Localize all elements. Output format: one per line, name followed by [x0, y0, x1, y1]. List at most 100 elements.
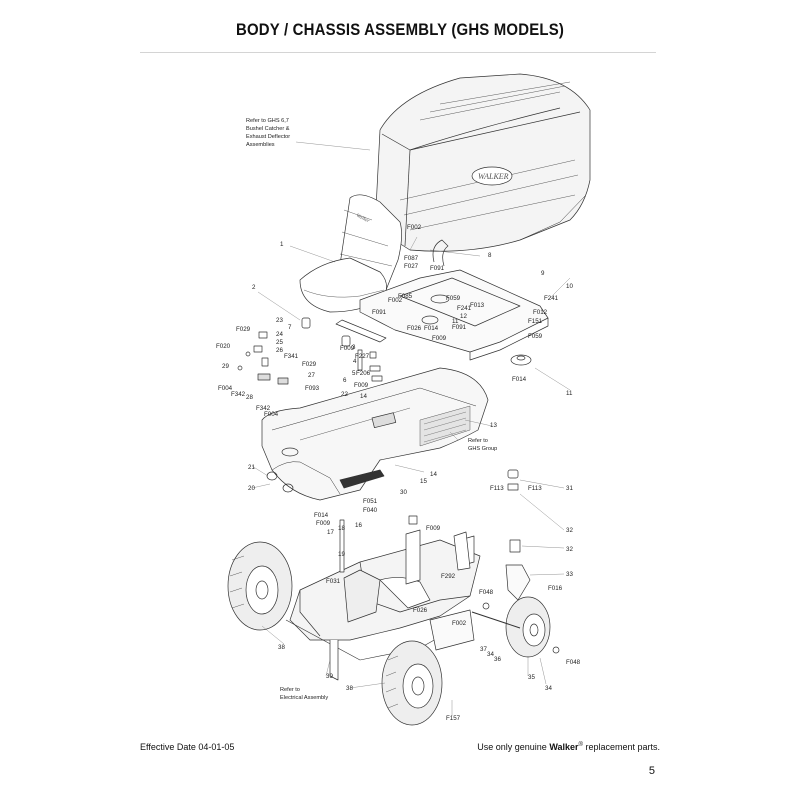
callout-f241: F241: [544, 295, 559, 302]
callout-21: 21: [248, 464, 255, 471]
usage-notice: Use only genuine Walker® replacement par…: [477, 742, 660, 752]
callout-1: 1: [280, 241, 284, 248]
callout-20: 20: [248, 485, 255, 492]
callout-f013: F013: [470, 302, 485, 309]
callout-f002: F002: [407, 224, 422, 231]
callout-f029: F029: [236, 326, 251, 333]
brand-name: Walker: [549, 742, 579, 752]
registered-mark: ®: [578, 742, 583, 748]
svg-text:Assemblies: Assemblies: [246, 142, 275, 148]
callout-f342: F342: [231, 391, 246, 398]
note-catcher: Refer to GHS 6,7 Bushel Catcher & Exhaus…: [246, 118, 290, 148]
callout-f342: F342: [256, 405, 271, 412]
callout-f087: F087: [404, 255, 419, 262]
callout-34: 34: [487, 651, 494, 658]
callout-f009: F009: [426, 525, 441, 532]
callout-4: 4: [353, 358, 357, 365]
callout-f014: F014: [424, 325, 439, 332]
callout-f009: F009: [432, 335, 447, 342]
callout-f241: F241: [457, 305, 472, 312]
callout-36: 36: [494, 656, 501, 663]
chassis-frame: [285, 519, 481, 681]
callout-f029: F029: [302, 361, 317, 368]
callout-6: 6: [343, 377, 347, 384]
callout-f027: F027: [404, 263, 419, 270]
body-shell: [261, 367, 489, 501]
callout-14: 14: [430, 471, 437, 478]
callout-3: 3: [352, 344, 356, 351]
callout-30: 30: [400, 489, 407, 496]
callout-f004: F004: [218, 385, 233, 392]
callout-33: 33: [566, 571, 573, 578]
callout-37: 37: [480, 646, 487, 653]
callout-34: 34: [545, 685, 552, 692]
callout-f040: F040: [363, 507, 378, 514]
callout-f002: F002: [452, 620, 467, 627]
callout-11: 11: [566, 390, 573, 397]
svg-text:Refer to: Refer to: [280, 687, 300, 693]
callout-f059: F059: [446, 295, 461, 302]
callout-f009: F009: [316, 520, 331, 527]
callout-f048: F048: [566, 659, 581, 666]
callout-27: 27: [308, 372, 315, 379]
callout-f014: F014: [512, 376, 527, 383]
callout-f059: F059: [528, 333, 543, 340]
callout-2: 2: [252, 284, 256, 291]
callout-f026: F026: [413, 607, 428, 614]
callout-39: 39: [326, 673, 333, 680]
catcher-logo: WALKER: [478, 172, 509, 181]
callout-f341: F341: [284, 353, 299, 360]
small-parts-left: [237, 317, 383, 493]
callout-f016: F016: [548, 585, 563, 592]
callout-32: 32: [566, 546, 573, 553]
svg-text:Refer to: Refer to: [468, 438, 488, 444]
callout-7: 7: [288, 324, 292, 331]
callout-f048: F048: [479, 589, 494, 596]
callout-f051: F051: [363, 498, 378, 505]
callout-38: 38: [278, 644, 285, 651]
callout-f009: F009: [354, 382, 369, 389]
svg-text:GHS Group: GHS Group: [468, 446, 497, 452]
callout-29: 29: [222, 363, 229, 370]
seat-frame: [335, 239, 549, 361]
callout-5: 5: [352, 370, 356, 377]
callout-f004: F004: [264, 411, 279, 418]
note-electrical: Refer to Electrical Assembly: [280, 687, 328, 701]
callout-38: 38: [346, 685, 353, 692]
callout-f113: F113: [490, 485, 504, 492]
callout-12: 12: [460, 313, 467, 320]
callout-f009: F009: [340, 345, 355, 352]
callout-13: 13: [490, 422, 497, 429]
svg-text:Exhaust Deflector: Exhaust Deflector: [246, 134, 290, 140]
callout-8: 8: [488, 252, 492, 259]
callout-28: 28: [246, 394, 253, 401]
svg-text:Refer to GHS 6,7: Refer to GHS 6,7: [246, 118, 289, 124]
callout-f026: F026: [407, 325, 422, 332]
svg-text:Electrical Assembly: Electrical Assembly: [280, 695, 328, 701]
grass-catcher-hood: WALKER: [374, 73, 591, 252]
callout-f292: F292: [441, 573, 456, 580]
callout-f113: F113: [528, 485, 542, 492]
callout-17: 17: [327, 529, 334, 536]
callout-26: 26: [276, 347, 283, 354]
callout-15: 15: [420, 478, 427, 485]
callout-24: 24: [276, 331, 283, 338]
callout-10: 10: [566, 283, 573, 290]
callout-f227: F227: [355, 353, 370, 360]
seat-logo: Walker: [355, 213, 370, 224]
callout-f012: F012: [533, 309, 548, 316]
page-title: BODY / CHASSIS ASSEMBLY (GHS MODELS): [235, 20, 565, 39]
callout-f157: F157: [446, 715, 461, 722]
usage-prefix: Use only genuine: [477, 742, 547, 752]
callout-f014: F014: [314, 512, 329, 519]
page-number: 5: [648, 765, 655, 777]
svg-text:Bushel Catcher &: Bushel Catcher &: [246, 126, 290, 132]
callout-25: 25: [276, 339, 283, 346]
callout-19: 19: [338, 551, 345, 558]
callout-f085: F085: [398, 293, 413, 300]
title-rule: [140, 52, 656, 53]
effective-date: Effective Date 04-01-05: [140, 742, 235, 752]
usage-suffix: replacement parts.: [585, 742, 660, 752]
